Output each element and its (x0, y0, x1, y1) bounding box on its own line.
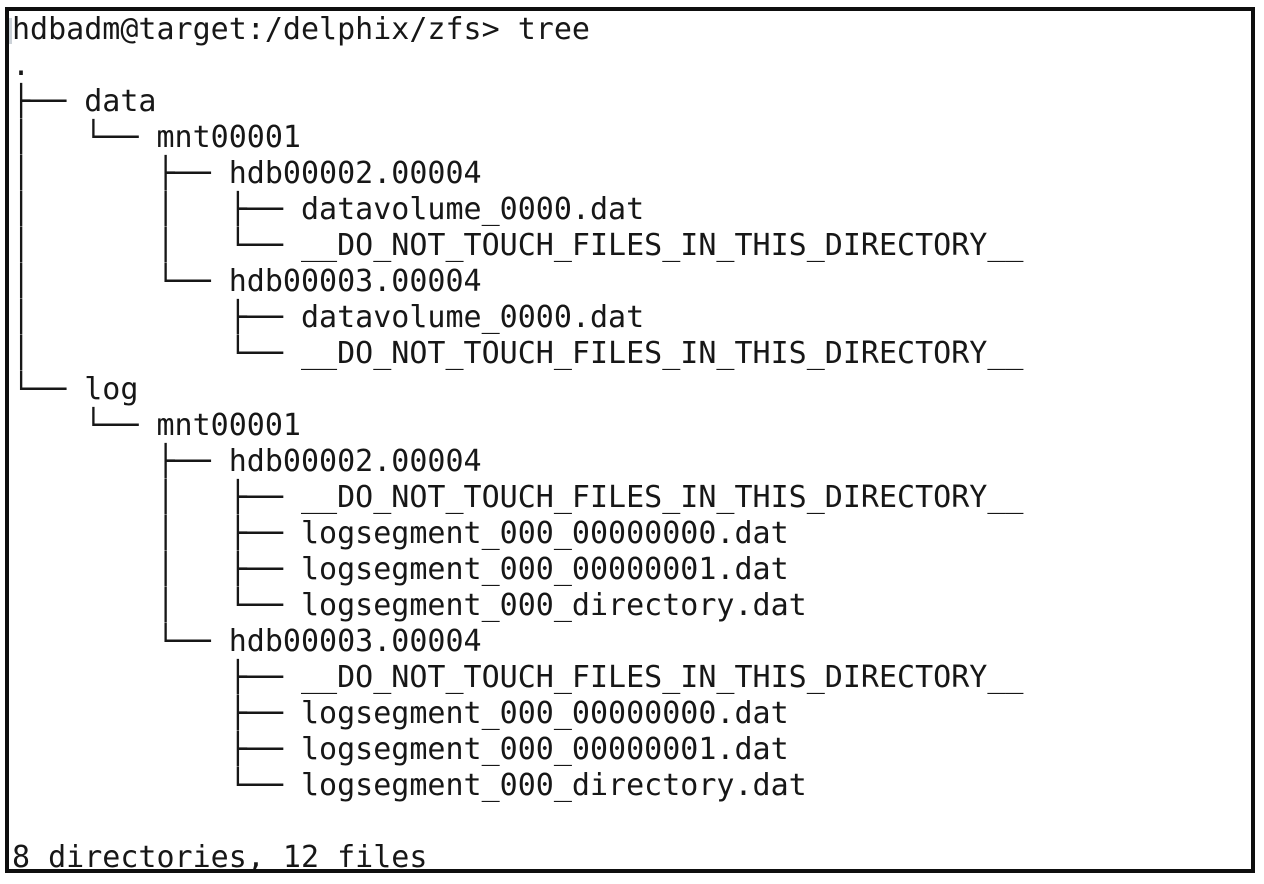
terminal-window: hdbadm@target:/delphix/zfs> tree . ├── d… (5, 7, 1255, 873)
terminal-output[interactable]: hdbadm@target:/delphix/zfs> tree . ├── d… (9, 11, 1251, 873)
tree-summary-line: 8 directories, 12 files (12, 840, 428, 873)
text-cursor (9, 18, 12, 44)
shell-prompt-line: hdbadm@target:/delphix/zfs> tree (12, 12, 590, 47)
tree-command-output: . ├── data │ └── mnt00001 │ ├── hdb00002… (12, 48, 1024, 803)
